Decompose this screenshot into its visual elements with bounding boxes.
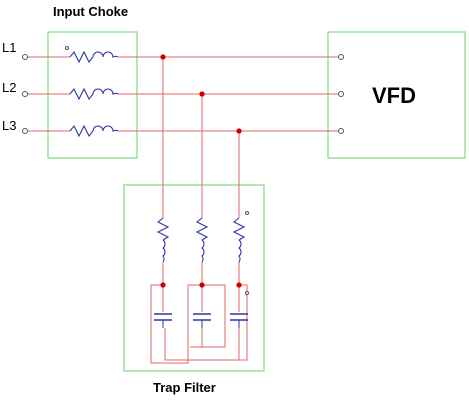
phase-wires bbox=[25, 56, 340, 364]
choke-inductor-l3 bbox=[69, 124, 119, 138]
trap-cross-link-2 bbox=[190, 284, 226, 348]
terminal-vfd-l3 bbox=[338, 128, 344, 134]
polarity-dot-trap-cap bbox=[245, 291, 249, 295]
junction-l2 bbox=[199, 91, 205, 97]
terminals bbox=[22, 46, 344, 295]
junction-trap-1 bbox=[160, 282, 166, 288]
junction-trap-3 bbox=[236, 282, 242, 288]
trap-cross-link-1 bbox=[150, 284, 202, 364]
terminal-vfd-l2 bbox=[338, 91, 344, 97]
terminal-l2-in bbox=[22, 91, 28, 97]
junctions bbox=[160, 54, 242, 288]
trap-capacitors bbox=[154, 313, 248, 321]
terminal-l1-in bbox=[22, 54, 28, 60]
input-choke-box bbox=[47, 31, 138, 159]
choke-inductor-l2 bbox=[69, 87, 119, 101]
trap-filter-box bbox=[123, 184, 265, 372]
input-choke-label: Input Choke bbox=[53, 4, 128, 19]
capacitor-leads bbox=[162, 320, 240, 328]
trap-inductors bbox=[156, 217, 246, 263]
vfd-box bbox=[327, 31, 466, 159]
trap-inductor-2 bbox=[195, 217, 209, 263]
line-label-l3: L3 bbox=[2, 118, 16, 133]
terminal-vfd-l1 bbox=[338, 54, 344, 60]
terminal-l3-in bbox=[22, 128, 28, 134]
junction-trap-2 bbox=[199, 282, 205, 288]
choke-inductors bbox=[69, 50, 119, 138]
junction-l3 bbox=[236, 128, 242, 134]
line-label-l2: L2 bbox=[2, 80, 16, 95]
vfd-label: VFD bbox=[372, 83, 416, 108]
trap-inductor-1 bbox=[156, 217, 170, 263]
junction-l1 bbox=[160, 54, 166, 60]
line-label-l1: L1 bbox=[2, 40, 16, 55]
trap-cross-link-3 bbox=[164, 284, 248, 361]
choke-inductor-l1 bbox=[69, 50, 119, 64]
polarity-dot-trap-ind bbox=[245, 211, 249, 215]
trap-inductor-3 bbox=[232, 217, 246, 263]
trap-filter-label: Trap Filter bbox=[153, 380, 216, 395]
polarity-dot-choke bbox=[65, 46, 69, 50]
